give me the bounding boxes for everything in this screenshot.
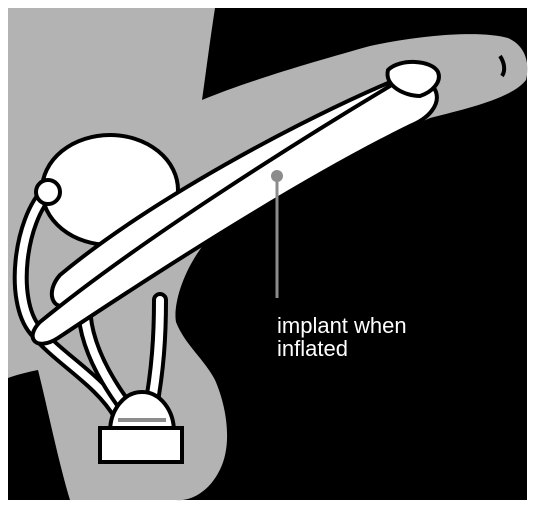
- callout-label-line-1: implant when: [277, 314, 417, 337]
- callout-marker-dot: [271, 170, 283, 182]
- callout-label: implant when inflated: [277, 314, 417, 360]
- reservoir-connector: [36, 180, 60, 204]
- callout-label-line-2: inflated: [277, 337, 417, 360]
